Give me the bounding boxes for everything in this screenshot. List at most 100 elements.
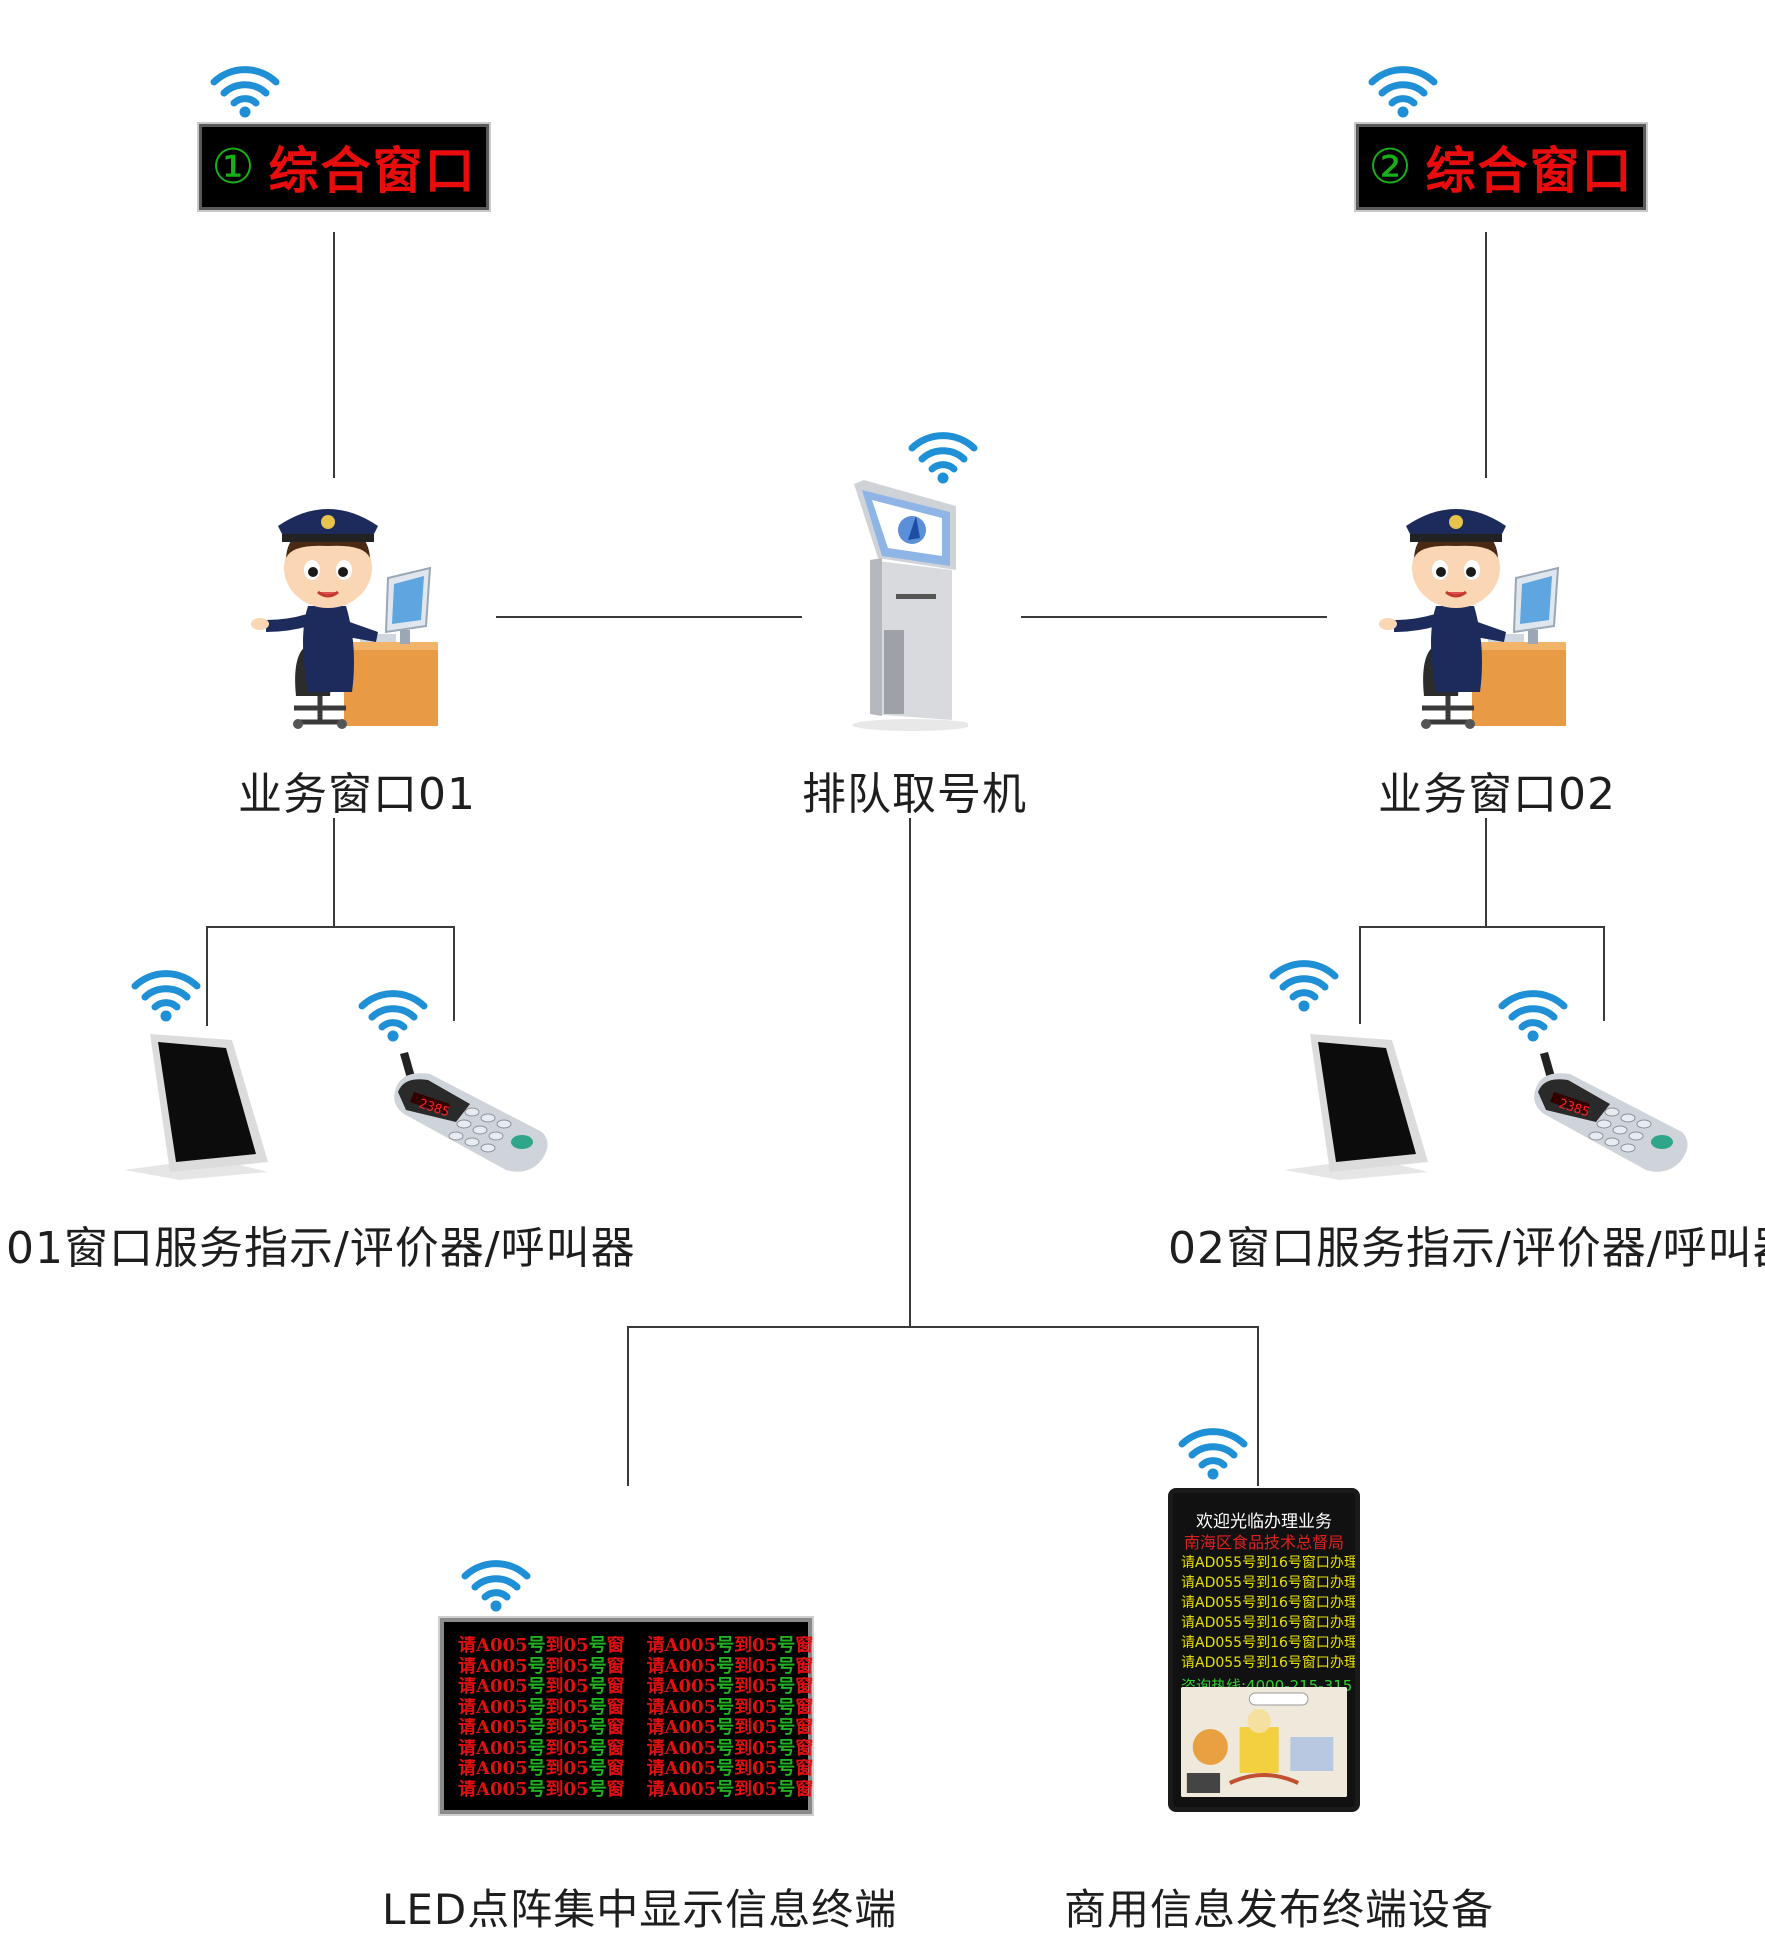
led-segment: 请 bbox=[646, 1779, 665, 1800]
led-segment: 请 bbox=[458, 1779, 476, 1800]
police-officer-icon bbox=[248, 496, 442, 734]
led-segment: 号 bbox=[777, 1656, 796, 1677]
info-screen-illustration bbox=[1181, 1687, 1347, 1797]
led-segment: 号 bbox=[777, 1779, 796, 1800]
led-segment: A005 bbox=[664, 1656, 717, 1677]
sign-text: 综合窗口 bbox=[268, 142, 477, 200]
led-segment: 到 bbox=[734, 1738, 753, 1759]
led-segment: 05 bbox=[752, 1779, 778, 1800]
sign-text: 综合窗口 bbox=[1425, 142, 1634, 200]
led-column-right: 请A005号到05号窗请A005号到05号窗请A005号到05号窗请A005号到… bbox=[647, 1636, 814, 1800]
connector-sign2-window2 bbox=[1485, 232, 1487, 478]
led-row: 请A005号到05号窗 bbox=[458, 1718, 625, 1739]
led-segment: 05 bbox=[563, 1656, 589, 1677]
led-segment: A005 bbox=[664, 1759, 717, 1779]
led-segment: 05 bbox=[563, 1779, 589, 1800]
tablet-icon bbox=[1280, 1030, 1432, 1180]
led-segment: 号 bbox=[588, 1779, 607, 1800]
led-segment: 号 bbox=[777, 1677, 796, 1697]
led-row: 请A005号到05号窗 bbox=[458, 1636, 625, 1657]
led-segment: 号 bbox=[527, 1718, 546, 1738]
info-screen-row: 请AD055号到16号窗口办理 bbox=[1181, 1575, 1358, 1591]
info-screen-rows: 请AD055号到16号窗口办理请AD055号到16号窗口办理请AD055号到16… bbox=[1173, 1553, 1355, 1673]
led-segment: 请 bbox=[458, 1718, 476, 1738]
led-dot-matrix-panel: 请A005号到05号窗请A005号到05号窗请A005号到05号窗请A005号到… bbox=[440, 1618, 814, 1814]
led-segment: A005 bbox=[664, 1697, 717, 1718]
led-segment: 请 bbox=[646, 1677, 665, 1697]
led-segment: A005 bbox=[664, 1718, 717, 1738]
info-screen-row: 请AD055号到16号窗口办理 bbox=[1181, 1615, 1358, 1631]
led-segment: 到 bbox=[545, 1677, 564, 1697]
led-segment: 请 bbox=[646, 1656, 665, 1677]
led-segment: 05 bbox=[752, 1677, 778, 1697]
connector-window1-branch bbox=[206, 926, 455, 928]
wifi-icon bbox=[461, 1556, 531, 1612]
led-segment: 号 bbox=[716, 1677, 735, 1697]
led-row: 请A005号到05号窗 bbox=[647, 1636, 814, 1657]
connector-window1-keypad bbox=[453, 926, 455, 1021]
connector-sign1-window1 bbox=[333, 232, 335, 478]
keypad-icon: 2385 bbox=[1526, 1052, 1694, 1176]
caption-kiosk: 排队取号机 bbox=[802, 769, 1027, 820]
sign-number: ① bbox=[211, 139, 255, 195]
led-row: 请A005号到05号窗 bbox=[458, 1739, 625, 1760]
led-segment: 05 bbox=[563, 1636, 589, 1656]
wifi-icon bbox=[358, 986, 428, 1042]
tablet-icon bbox=[120, 1030, 272, 1180]
led-segment: 05 bbox=[752, 1636, 778, 1656]
led-row: 请A005号到05号窗 bbox=[458, 1657, 625, 1678]
led-segment: 请 bbox=[646, 1718, 665, 1738]
led-segment: 请 bbox=[646, 1759, 665, 1779]
led-segment: 请 bbox=[458, 1738, 476, 1759]
led-segment: 号 bbox=[716, 1759, 735, 1779]
connector-window2-down bbox=[1485, 818, 1487, 926]
window-sign-1: ① 综合窗口 bbox=[199, 124, 489, 210]
led-segment: 窗 bbox=[795, 1697, 814, 1718]
connector-window1-tablet bbox=[206, 926, 208, 1026]
led-segment: 号 bbox=[716, 1738, 735, 1759]
led-segment: 到 bbox=[545, 1738, 564, 1759]
led-segment: 请 bbox=[458, 1759, 476, 1779]
connector-commercial-terminal bbox=[1257, 1326, 1259, 1486]
led-segment: 05 bbox=[563, 1759, 589, 1779]
led-row: 请A005号到05号窗 bbox=[647, 1739, 814, 1760]
led-segment: 窗 bbox=[795, 1656, 814, 1677]
connector-bottom-branch bbox=[627, 1326, 1259, 1328]
wifi-icon bbox=[1368, 62, 1438, 118]
led-segment: 请 bbox=[458, 1636, 476, 1656]
led-segment: 到 bbox=[734, 1636, 753, 1656]
led-segment: 05 bbox=[752, 1697, 778, 1718]
connector-led-terminal bbox=[627, 1326, 629, 1486]
led-segment: 到 bbox=[545, 1697, 564, 1718]
led-segment: 窗 bbox=[606, 1656, 625, 1677]
info-screen-row: 请AD055号到16号窗口办理 bbox=[1181, 1655, 1358, 1671]
led-segment: A005 bbox=[664, 1677, 717, 1697]
led-segment: 号 bbox=[527, 1738, 546, 1759]
info-screen-subtitle: 南海区食品技术总督局 bbox=[1183, 1533, 1344, 1552]
wifi-icon bbox=[1178, 1424, 1248, 1480]
led-segment: 窗 bbox=[606, 1718, 625, 1738]
led-segment: 到 bbox=[545, 1656, 564, 1677]
led-segment: 到 bbox=[545, 1779, 564, 1800]
info-screen: 欢迎光临办理业务 南海区食品技术总督局 请AD055号到16号窗口办理请AD05… bbox=[1168, 1488, 1360, 1812]
connector-window2-branch bbox=[1359, 926, 1605, 928]
kiosk-icon bbox=[848, 470, 972, 732]
led-segment: 到 bbox=[734, 1656, 753, 1677]
led-row: 请A005号到05号窗 bbox=[647, 1677, 814, 1698]
led-segment: A005 bbox=[476, 1718, 528, 1738]
led-segment: 号 bbox=[588, 1636, 607, 1656]
led-segment: 号 bbox=[527, 1656, 546, 1677]
led-segment: A005 bbox=[476, 1738, 528, 1759]
led-segment: 05 bbox=[563, 1677, 589, 1697]
connector-window2-tablet bbox=[1359, 926, 1361, 1024]
led-segment: A005 bbox=[664, 1779, 717, 1800]
sign-number: ② bbox=[1368, 139, 1412, 195]
led-segment: 窗 bbox=[606, 1697, 625, 1718]
wifi-icon bbox=[1498, 986, 1568, 1042]
led-segment: 到 bbox=[545, 1759, 564, 1779]
led-segment: A005 bbox=[664, 1636, 717, 1656]
keypad-icon: 2385 bbox=[386, 1052, 554, 1176]
led-segment: 到 bbox=[545, 1636, 564, 1656]
caption-window1: 业务窗口01 bbox=[238, 769, 476, 820]
led-segment: 窗 bbox=[795, 1759, 814, 1779]
